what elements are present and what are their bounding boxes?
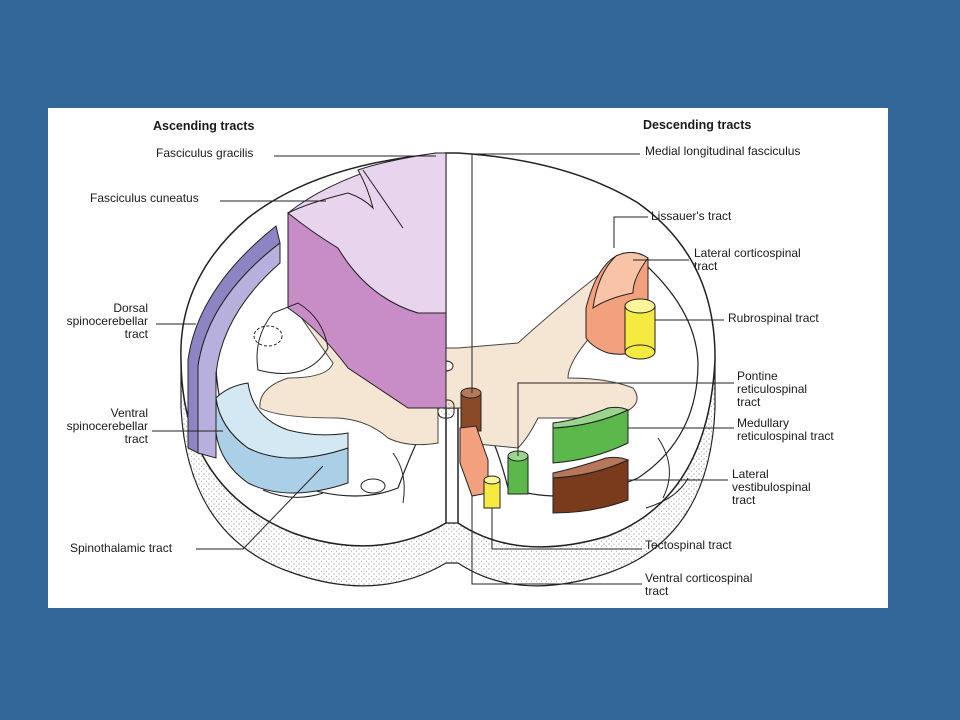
label-line: Lateral corticospinal [694, 246, 801, 260]
medial-longitudinal-fasciculus [460, 392, 482, 432]
label-rubrospinal: Rubrospinal tract [728, 311, 819, 325]
label-line: tract [645, 584, 669, 598]
pontine-reticulospinal-tract [507, 455, 529, 495]
label-spinothalamic: Spinothalamic tract [70, 541, 173, 555]
rubrospinal-bottom [624, 344, 656, 360]
leader-tectospinal [491, 508, 642, 550]
medullary-reticulospinal-top [552, 406, 630, 429]
label-fasciculus-gracilis: Fasciculus gracilis [156, 146, 254, 160]
label-tectospinal: Tectospinal tract [645, 538, 732, 552]
lateral-outline-left [256, 302, 329, 374]
leader-lissauer [613, 216, 648, 248]
spinal-cord-tracts-figure: Ascending tracts Descending tracts Fasci… [48, 108, 888, 608]
outline-curve-right-1 [657, 437, 670, 499]
outline-curve-left-2 [392, 452, 405, 504]
tectospinal-top [483, 475, 501, 485]
outline-oval-left [253, 325, 283, 347]
leader-spinothalamic [196, 465, 324, 550]
label-line: tract [694, 259, 718, 273]
rubrospinal-top [624, 298, 656, 314]
label-lissauers-tract: Lissauer's tract [651, 209, 732, 223]
descending-tracts-heading: Descending tracts [643, 118, 752, 132]
label-lateral-vestibulospinal: Lateral vestibulospinal tract [732, 468, 811, 507]
label-line: tract [737, 395, 761, 409]
label-lateral-corticospinal: Lateral corticospinal tract [694, 247, 801, 273]
label-medullary-reticulospinal: Medullary reticulospinal tract [737, 417, 834, 443]
label-ventral-spinocerebellar: Ventral spinocerebellar tract [50, 407, 148, 446]
label-fasciculus-cuneatus: Fasciculus cuneatus [90, 191, 199, 205]
leader-pontine [517, 382, 734, 456]
gracilis-cuneatus-side [287, 212, 447, 409]
label-line: tract [124, 432, 148, 446]
label-dorsal-spinocerebellar: Dorsal spinocerebellar tract [50, 302, 148, 341]
label-ventral-corticospinal: Ventral corticospinal tract [645, 572, 752, 598]
label-line: spinocerebellar [66, 419, 148, 433]
label-line: spinocerebellar [66, 314, 148, 328]
label-line: Medullary [737, 416, 790, 430]
dorsal-spinocerebellar-face [197, 241, 281, 459]
label-line: Pontine [737, 369, 778, 383]
leader-lines [152, 153, 734, 585]
lateral-corticospinal-top [592, 252, 649, 310]
ventral-spinocerebellar-top [215, 382, 349, 459]
ascending-tracts-heading: Ascending tracts [153, 119, 255, 133]
lateral-vestibulospinal-top [552, 456, 630, 479]
leader-ventral-corticospinal [471, 496, 642, 585]
label-line: reticulospinal [737, 382, 808, 396]
label-line: vestibulospinal [732, 480, 811, 494]
label-line: Ventral [110, 406, 148, 420]
label-line: tract [732, 493, 756, 507]
outline-curve-right-2 [645, 477, 689, 509]
label-line: Dorsal [113, 301, 148, 315]
spinal-cord-diagram [152, 152, 734, 587]
label-line: Ventral corticospinal [645, 571, 753, 585]
label-pontine-reticulospinal: Pontine reticulospinal tract [737, 370, 807, 409]
label-medial-longitudinal-fasciculus: Medial longitudinal fasciculus [645, 144, 801, 158]
label-line: reticulospinal tract [737, 429, 834, 443]
mlf-top [460, 387, 482, 399]
leader-mlf [471, 153, 640, 393]
gracilis-cuneatus-divider [362, 169, 404, 229]
label-line: tract [124, 327, 148, 341]
outline-oval-ventral-left [360, 478, 386, 494]
label-line: Lateral [732, 467, 769, 481]
